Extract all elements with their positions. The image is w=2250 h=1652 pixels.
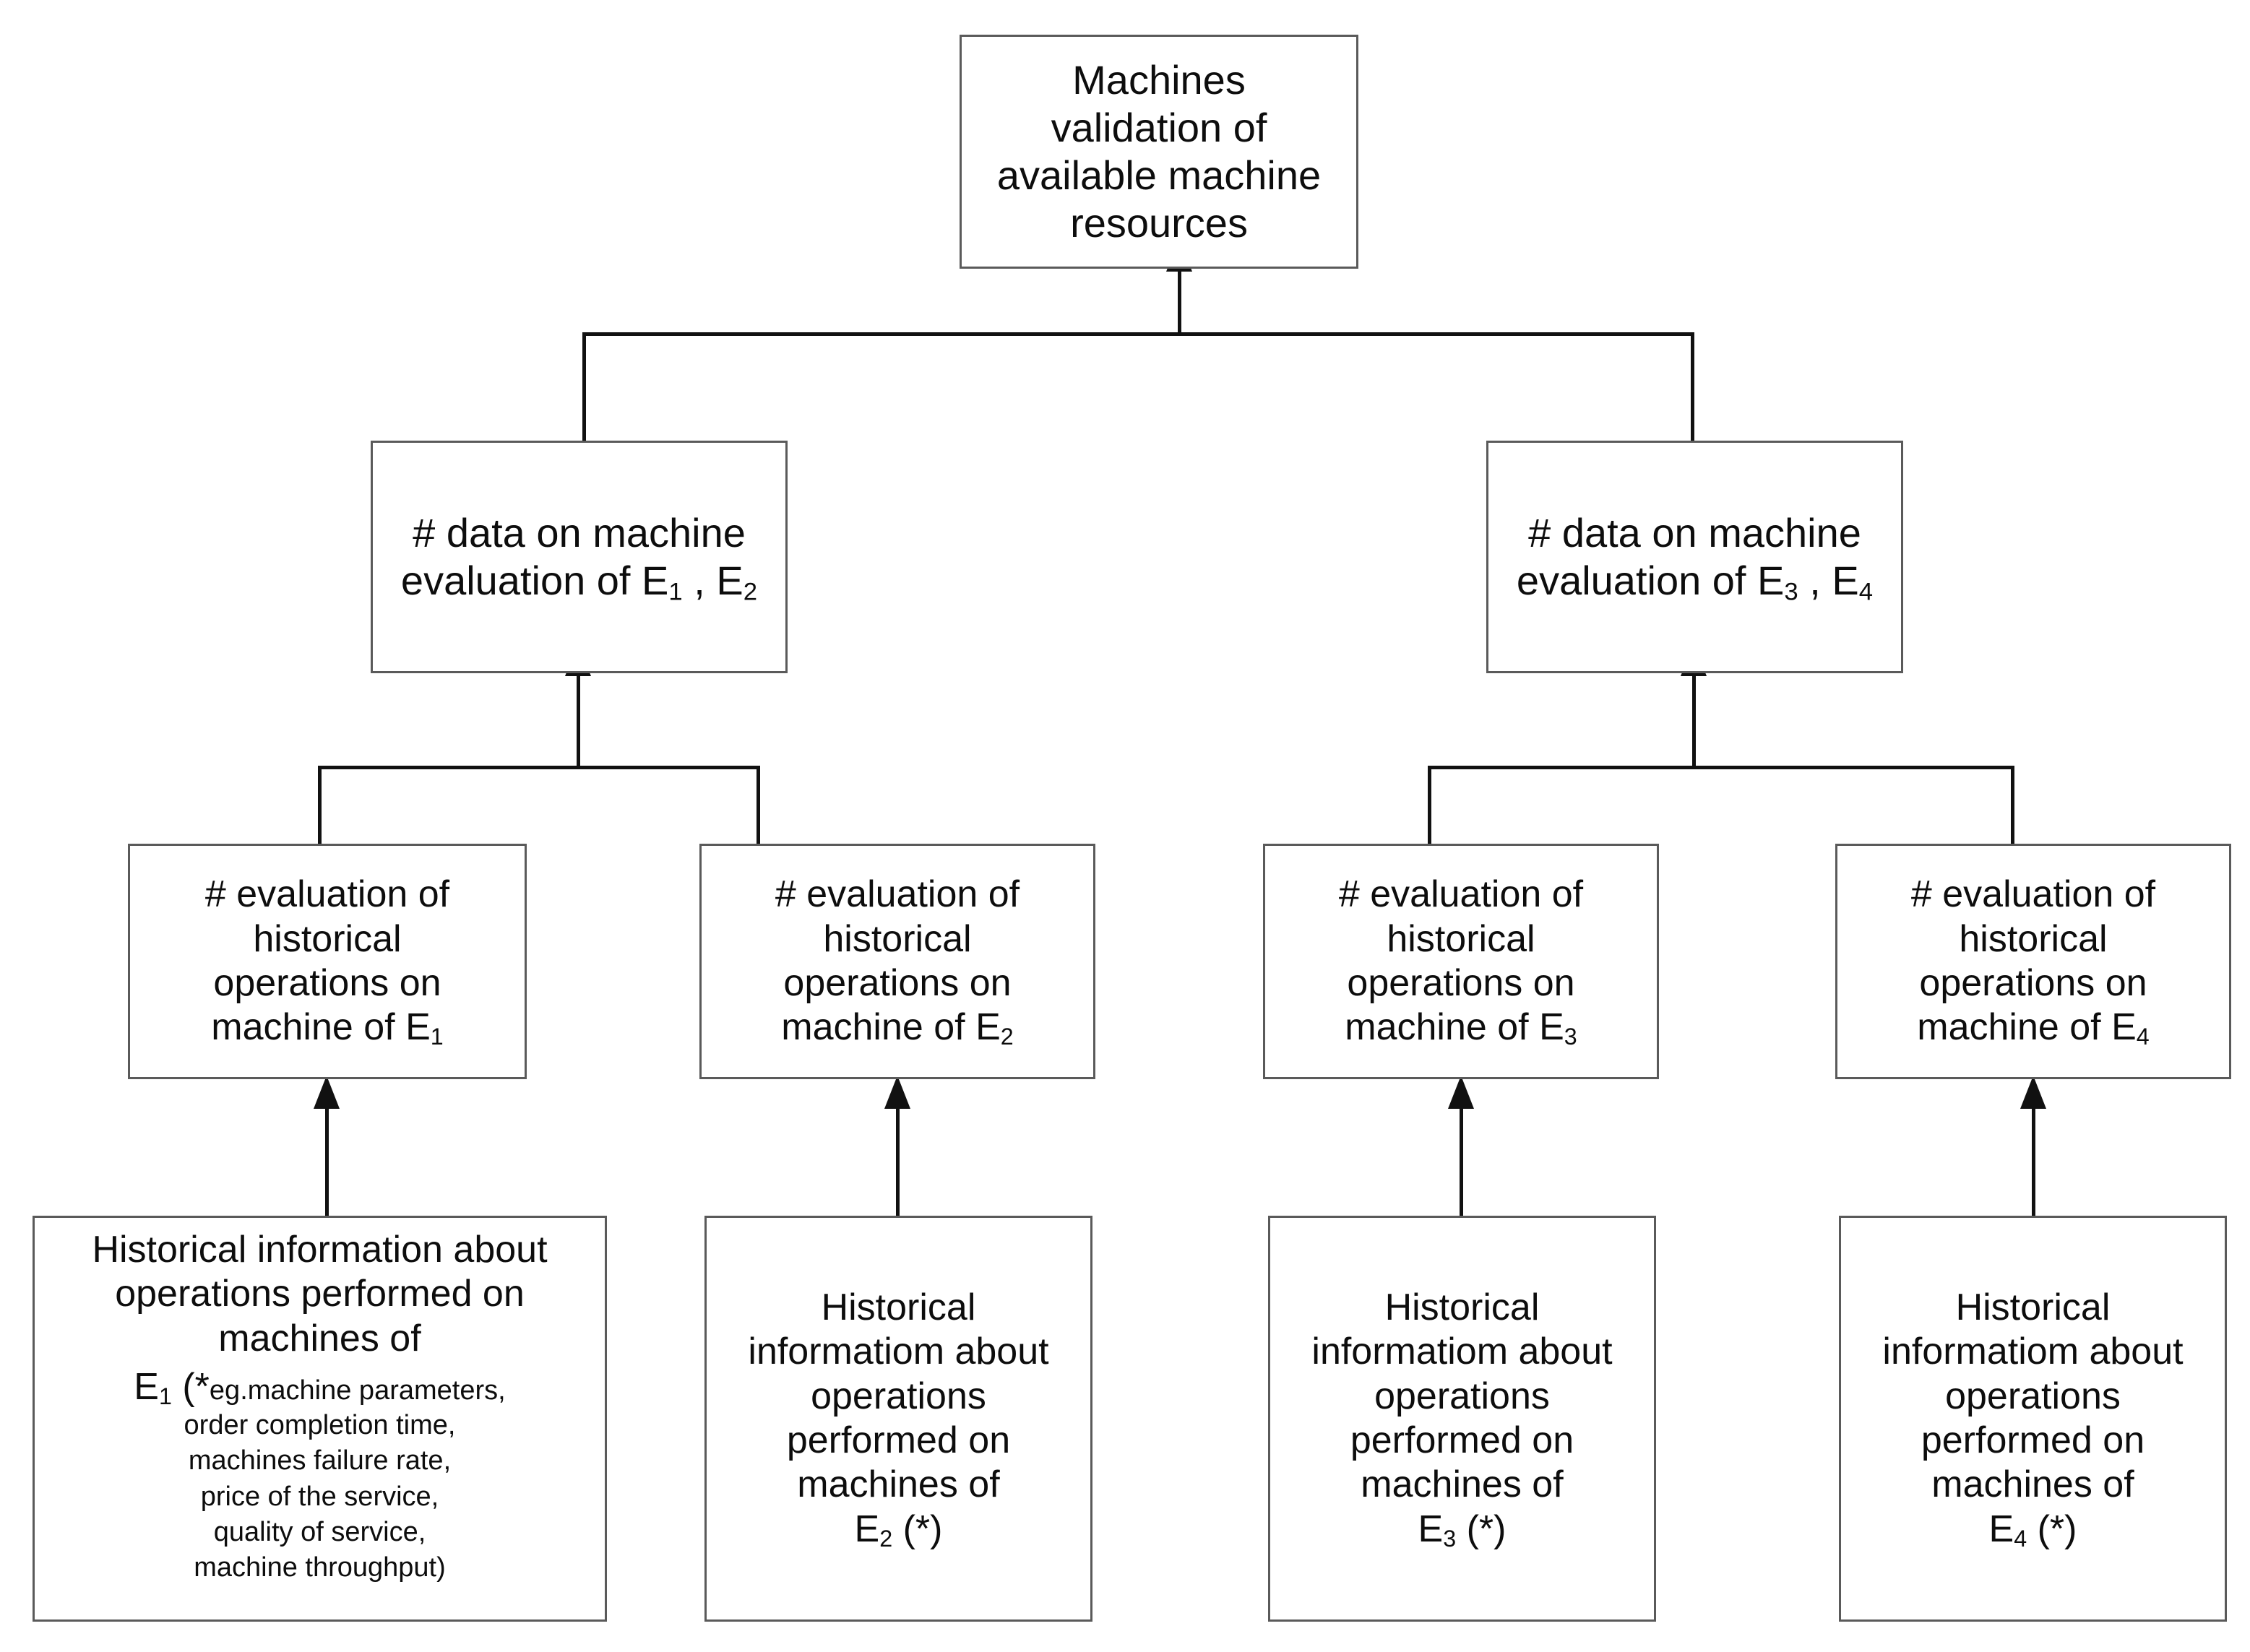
arrowhead-eval-e4 bbox=[2020, 1076, 2046, 1109]
label-eval-of: evaluation of E bbox=[400, 558, 669, 603]
node-data-e1-e2-line1: # data on machine bbox=[413, 509, 746, 555]
subscript-2: 2 bbox=[879, 1525, 893, 1552]
label-paren-star: (*) bbox=[2027, 1508, 2077, 1550]
node-data-e3-e4-line2: evaluation of E3 , E4 bbox=[1517, 557, 1873, 605]
node-hist-e2-sub-line: E2 (*) bbox=[848, 1508, 950, 1552]
node-hist-e3-sub-line: E3 (*) bbox=[1411, 1508, 1514, 1552]
edge-riser-root bbox=[1178, 269, 1181, 334]
node-eval-e3[interactable]: # evaluation of historical operations on… bbox=[1263, 844, 1659, 1079]
label-paren-star: (* bbox=[171, 1366, 210, 1409]
node-hist-e1-detail: order completion time, machines failure … bbox=[184, 1409, 456, 1583]
edge-bus-data-e3-e4 bbox=[1428, 766, 2014, 769]
edge-drop-eval-e4 bbox=[2011, 766, 2014, 847]
edge-drop-eval-e3 bbox=[1428, 766, 1431, 847]
subscript-1: 1 bbox=[158, 1383, 172, 1410]
node-hist-e4-head: Historical informatiom about operations … bbox=[1882, 1286, 2184, 1506]
label-comma-e: , E bbox=[682, 558, 743, 603]
arrowhead-eval-e3 bbox=[1448, 1076, 1474, 1109]
edge-drop-eval-e2 bbox=[757, 766, 760, 847]
node-eval-e4[interactable]: # evaluation of historical operations on… bbox=[1835, 844, 2231, 1079]
node-root[interactable]: Machines validation of available machine… bbox=[960, 35, 1358, 269]
subscript-4: 4 bbox=[1858, 578, 1874, 606]
edge-drop-eval-e1 bbox=[318, 766, 322, 847]
edge-riser-eval-e1 bbox=[325, 1104, 329, 1216]
subscript-2: 2 bbox=[1000, 1024, 1014, 1050]
arrowhead-eval-e1 bbox=[314, 1076, 340, 1109]
subscript-3: 3 bbox=[1564, 1024, 1577, 1050]
node-eval-e4-head: # evaluation of historical operations on… bbox=[1910, 873, 2156, 1049]
node-data-e1-e2[interactable]: # data on machine evaluation of E1 , E2 bbox=[371, 441, 788, 673]
edge-riser-data-e1-e2 bbox=[577, 673, 580, 767]
label-e: E bbox=[134, 1366, 159, 1409]
node-eval-e3-label: # evaluation of historical operations on… bbox=[1332, 873, 1590, 1050]
node-eval-e2-label: # evaluation of historical operations on… bbox=[768, 873, 1027, 1050]
label-e: E bbox=[1418, 1508, 1444, 1550]
node-hist-e2[interactable]: Historical informatiom about operations … bbox=[704, 1216, 1092, 1622]
node-eval-e4-label: # evaluation of historical operations on… bbox=[1904, 873, 2163, 1050]
subscript-3: 3 bbox=[1784, 578, 1798, 606]
node-hist-e1-sub-line: E1 (*eg.machine parameters, bbox=[126, 1365, 512, 1409]
label-e: E bbox=[854, 1508, 880, 1550]
edge-riser-eval-e4 bbox=[2032, 1104, 2035, 1216]
node-eval-e2-head: # evaluation of historical operations on… bbox=[775, 873, 1020, 1049]
subscript-4: 4 bbox=[2014, 1525, 2027, 1552]
node-eval-e2[interactable]: # evaluation of historical operations on… bbox=[699, 844, 1095, 1079]
node-data-e3-e4[interactable]: # data on machine evaluation of E3 , E4 bbox=[1486, 441, 1903, 673]
edge-bus-data-e1-e2 bbox=[318, 766, 760, 769]
label-eval-of: evaluation of E bbox=[1516, 558, 1785, 603]
arrowhead-eval-e2 bbox=[884, 1076, 910, 1109]
subscript-2: 2 bbox=[743, 578, 758, 606]
label-paren-star: (*) bbox=[1456, 1508, 1507, 1550]
node-eval-e1-head: # evaluation of historical operations on… bbox=[204, 873, 450, 1049]
node-hist-e2-head: Historical informatiom about operations … bbox=[748, 1286, 1049, 1506]
node-hist-e1-detail-first: eg.machine parameters, bbox=[209, 1375, 506, 1406]
node-hist-e1[interactable]: Historical information about operations … bbox=[33, 1216, 607, 1622]
node-eval-e1[interactable]: # evaluation of historical operations on… bbox=[128, 844, 527, 1079]
subscript-1: 1 bbox=[668, 578, 683, 606]
edge-drop-data-e1-e2 bbox=[582, 332, 586, 442]
node-data-e1-e2-line2: evaluation of E1 , E2 bbox=[401, 557, 757, 605]
edge-riser-data-e3-e4 bbox=[1692, 673, 1696, 767]
subscript-1: 1 bbox=[430, 1024, 444, 1050]
edge-riser-eval-e3 bbox=[1460, 1104, 1463, 1216]
node-data-e3-e4-line1: # data on machine bbox=[1528, 509, 1861, 555]
edge-drop-data-e3-e4 bbox=[1691, 332, 1694, 442]
subscript-4: 4 bbox=[2136, 1024, 2150, 1050]
label-e: E bbox=[1988, 1508, 2014, 1550]
node-root-label: Machines validation of available machine… bbox=[996, 56, 1322, 246]
node-hist-e1-head: Historical information about operations … bbox=[92, 1229, 548, 1359]
edge-bus-root bbox=[582, 332, 1694, 336]
node-eval-e1-label: # evaluation of historical operations on… bbox=[198, 873, 457, 1050]
node-eval-e3-head: # evaluation of historical operations on… bbox=[1338, 873, 1584, 1049]
edge-riser-eval-e2 bbox=[896, 1104, 900, 1216]
node-hist-e4-sub-line: E4 (*) bbox=[1982, 1508, 2085, 1552]
node-hist-e4[interactable]: Historical informatiom about operations … bbox=[1839, 1216, 2227, 1622]
label-comma-e: , E bbox=[1798, 558, 1859, 603]
node-hist-e3-head: Historical informatiom about operations … bbox=[1311, 1286, 1613, 1506]
subscript-3: 3 bbox=[1443, 1525, 1457, 1552]
node-hist-e3[interactable]: Historical informatiom about operations … bbox=[1268, 1216, 1656, 1622]
label-paren-star: (*) bbox=[892, 1508, 943, 1550]
